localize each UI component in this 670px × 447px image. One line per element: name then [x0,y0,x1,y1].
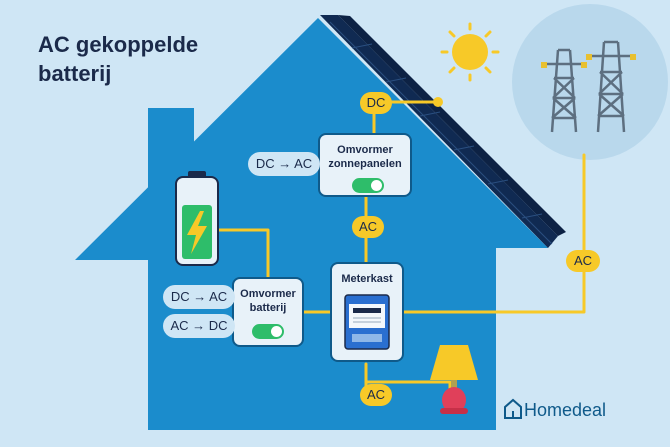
battery-inverter-label-2: batterij [249,302,287,314]
electric-meter-icon [344,294,390,350]
solar-inverter-label-1: Omvormer [337,144,393,156]
chimney [148,108,194,188]
title-line-2: batterij [38,61,112,86]
ac-dc-battery-label: AC → DC [163,314,235,338]
page-title: AC gekoppelde batterij [38,30,268,88]
dc-ac-solar-label: DC → AC [248,152,320,176]
sun-icon [440,22,500,82]
battery-inverter-toggle[interactable] [252,324,284,339]
solar-inverter-toggle[interactable] [352,178,384,193]
insulator-icons [541,54,636,68]
dc-label: DC [360,92,392,114]
brand-name: Homedeal [524,400,607,420]
battery-inverter-label-1: Omvormer [240,288,296,300]
grid-circle [512,4,668,160]
ac-panel-meter-label: AC [352,216,384,238]
battery-inverter-box: Omvormer batterij [232,277,304,347]
wire-end-dot [433,97,443,107]
title-line-1: AC gekoppelde [38,32,199,57]
ac-lamp-label: AC [360,384,392,406]
meter-label: Meterkast [341,273,393,285]
ac-grid-label: AC [566,250,600,272]
solar-inverter-box: Omvormer zonnepanelen [318,133,412,197]
power-tower-icon [545,40,632,133]
home-logo-icon [504,398,522,419]
lightning-icon [187,211,207,254]
battery-icon [175,171,219,266]
dc-ac-battery-label: DC → AC [163,285,235,309]
lamp-icon [430,345,478,414]
meter-box: Meterkast [330,262,404,362]
solar-panel-icon [320,15,566,248]
solar-inverter-label-2: zonnepanelen [328,158,402,170]
